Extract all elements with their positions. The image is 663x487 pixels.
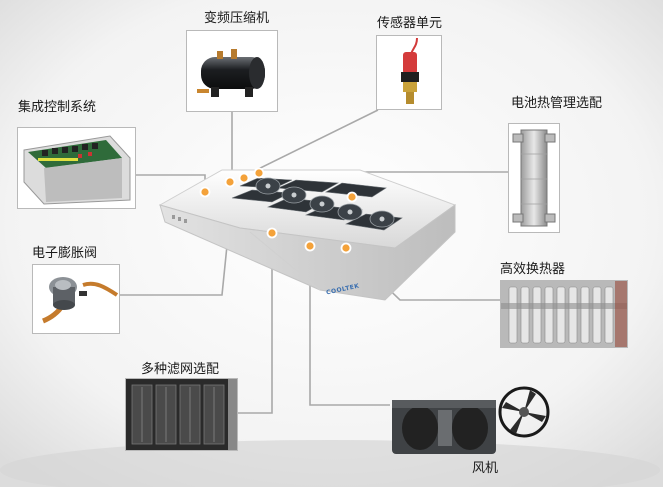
sensor-image [376, 35, 442, 110]
compressor-image [186, 30, 278, 112]
filter-options-label: 多种滤网选配 [141, 362, 220, 377]
battery-thermal-label: 电池热管理选配 [511, 96, 603, 111]
sensor-label: 传感器单元 [377, 16, 443, 31]
filter-options-image [125, 378, 238, 451]
heat-exchanger-image [500, 280, 628, 348]
control-system-image [17, 127, 136, 209]
fan-image [390, 380, 550, 460]
heat-exchanger-label: 高效换热器 [500, 262, 566, 277]
expansion-valve-image [32, 264, 120, 334]
control-system-label: 集成控制系统 [18, 100, 97, 115]
compressor-label: 变频压缩机 [204, 11, 270, 26]
battery-thermal-image [508, 123, 560, 233]
expansion-valve-label: 电子膨胀阀 [32, 246, 98, 261]
fan-label: 风机 [472, 461, 499, 476]
